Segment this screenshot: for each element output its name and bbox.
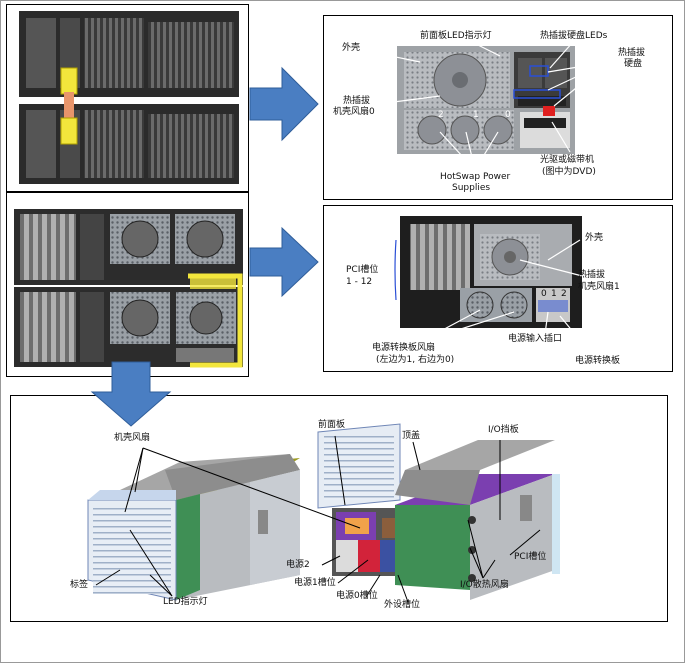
label-psu-board: 电源转换板 <box>575 356 621 366</box>
label-top-cover: 顶盖 <box>402 431 421 441</box>
mid-left-servers-photo <box>14 209 243 368</box>
label-bay-2: 2 <box>438 110 444 120</box>
label-fan1-2: 机壳风扇1 <box>578 282 620 292</box>
top-right-photo <box>397 46 575 154</box>
label-shell-mid: 外壳 <box>585 233 604 243</box>
label-pci-2: 1 - 12 <box>346 277 373 287</box>
arrow-down <box>90 361 172 427</box>
label-front-led: 前面板LED指示灯 <box>420 31 492 41</box>
bottom-callouts <box>95 435 541 603</box>
label-fan0-2: 机壳风扇0 <box>333 107 375 117</box>
left-chassis-3d <box>87 454 300 601</box>
panel-top-right <box>323 15 673 200</box>
label-power-1: HotSwap Power <box>440 172 511 182</box>
arrow-top <box>249 66 319 142</box>
label-shell-top: 外壳 <box>342 43 361 53</box>
label-bay-0: 0 <box>505 110 511 120</box>
label-hotswap-disk-2: 硬盘 <box>624 59 643 69</box>
label-hotswap-disk-leds: 热插拔硬盘LEDs <box>540 31 608 41</box>
label-fan0-1: 热插拔 <box>343 96 371 106</box>
label-bay-1: 1 <box>473 110 479 120</box>
top-right-callouts <box>361 41 609 171</box>
arrow-mid <box>249 226 319 298</box>
label-fan1-1: 热插拔 <box>578 270 606 280</box>
label-peripheral-slot: 外设槽位 <box>384 600 421 610</box>
panel-top-left <box>6 4 249 192</box>
mid-right-photo <box>400 216 582 328</box>
panel-mid-right <box>323 205 673 372</box>
label-ps-1: 1 <box>551 289 557 299</box>
label-optical-2: (图中为DVD) <box>542 167 596 177</box>
label-ps-0: 0 <box>541 289 547 299</box>
label-io-bulkhead: I/O挡板 <box>488 425 519 435</box>
label-pci-slot: PCI槽位 <box>514 552 547 562</box>
label-psu-fans-2: (左边为1, 右边为0) <box>376 355 455 365</box>
label-power-inlet: 电源输入插口 <box>508 334 563 344</box>
label-chassis-fan: 机壳风扇 <box>114 433 151 443</box>
label-front-panel: 前面板 <box>318 420 346 430</box>
label-pci-1: PCI槽位 <box>346 265 379 275</box>
label-hotswap-disk-1: 热插拔 <box>618 48 646 58</box>
label-power-2: Supplies <box>452 183 491 193</box>
panel-bottom <box>10 395 668 622</box>
label-power2: 电源2 <box>286 560 310 570</box>
mid-right-callouts <box>394 239 594 357</box>
label-power1-slot: 电源1槽位 <box>294 578 336 588</box>
label-io-fans: I/O散热风扇 <box>460 580 509 590</box>
label-led: LED指示灯 <box>163 597 208 607</box>
label-power0-slot: 电源0槽位 <box>336 591 378 601</box>
right-chassis-3d <box>395 440 560 600</box>
label-optical-1: 光驱或磁带机 <box>540 155 595 165</box>
label-psu-fans-1: 电源转换板风扇 <box>372 343 436 353</box>
label-ps-2: 2 <box>561 289 567 299</box>
top-left-servers-photo <box>19 11 239 184</box>
label-tag: 标签 <box>70 580 89 590</box>
